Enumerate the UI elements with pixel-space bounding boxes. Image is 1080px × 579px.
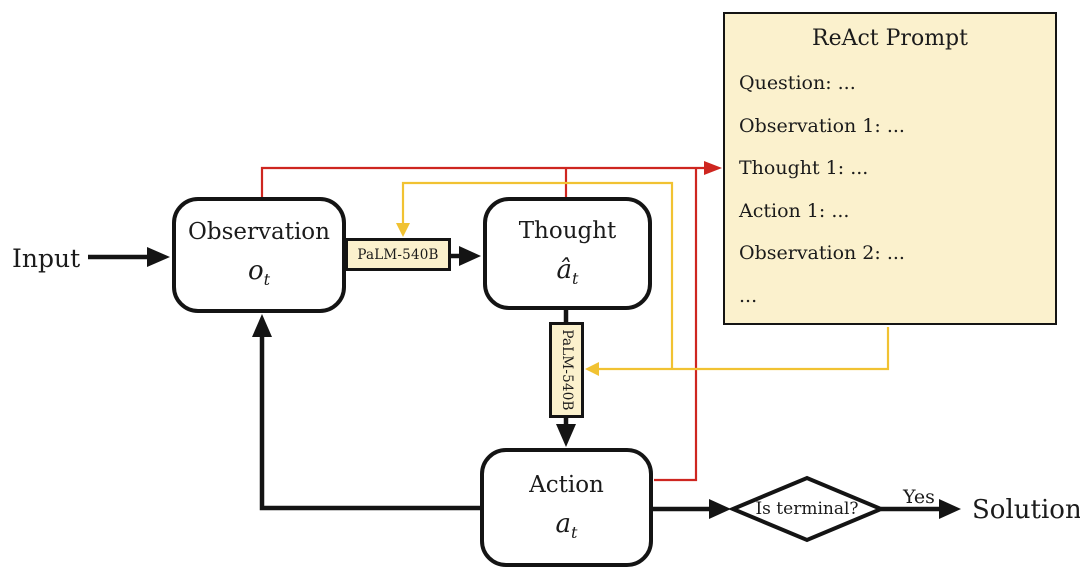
react-wire-arrowhead-icon [704, 161, 722, 175]
thought-node: Thought ât [483, 197, 652, 310]
palm-to-action-arrowhead-icon [556, 424, 576, 447]
action-to-decision-arrowhead-icon [709, 499, 731, 519]
react-to-palm-mid-wire [597, 327, 890, 371]
react-to-palm-top-wire-branch [401, 181, 674, 369]
prompt-line: Thought 1: ... [739, 157, 869, 179]
thought-node-title: Thought [518, 217, 617, 244]
palm-badge-top-label: PaLM-540B [357, 246, 439, 263]
action-to-react-wire-branch [654, 168, 698, 482]
observation-node-title: Observation [188, 219, 330, 246]
yes-label: Yes [903, 486, 935, 508]
feedback-arrowhead-icon [252, 314, 272, 337]
palm-to-thought-arrowhead-icon [459, 246, 481, 266]
decision-to-solution-arrowhead-icon [939, 499, 961, 519]
solution-label: Solution [972, 495, 1080, 525]
prompt-line: ... [739, 284, 758, 307]
react-prompt-lines: Question: ... Observation 1: ... Thought… [739, 72, 1055, 307]
palm-badge-mid: PaLM-540B [549, 322, 584, 418]
palm-mid-wire-arrowhead-icon [585, 362, 599, 376]
prompt-line: Action 1: ... [739, 199, 850, 222]
action-node-title: Action [529, 471, 604, 498]
action-node-symbol: at [555, 508, 578, 543]
decision-diamond [727, 475, 887, 543]
observation-to-react-wire [260, 166, 706, 198]
prompt-line: Observation 1: ... [739, 114, 905, 137]
input-arrowhead-icon [147, 247, 170, 267]
prompt-line: Question: ... [739, 72, 856, 94]
observation-node: Observation ot [172, 197, 346, 313]
action-node: Action at [480, 448, 653, 567]
observation-node-symbol: ot [247, 256, 271, 290]
palm-badge-mid-label: PaLM-540B [558, 329, 575, 411]
prompt-line: Observation 2: ... [739, 242, 905, 264]
react-prompt-panel: ReAct Prompt Question: ... Observation 1… [723, 12, 1057, 325]
input-label: Input [12, 244, 81, 273]
palm-badge-top: PaLM-540B [345, 238, 451, 271]
decision-label: Is terminal? [755, 499, 859, 519]
react-prompt-title: ReAct Prompt [812, 26, 968, 51]
thought-node-symbol: ât [556, 254, 579, 289]
action-to-observation-feedback-line [259, 336, 481, 511]
palm-top-wire-arrowhead-icon [396, 223, 410, 237]
